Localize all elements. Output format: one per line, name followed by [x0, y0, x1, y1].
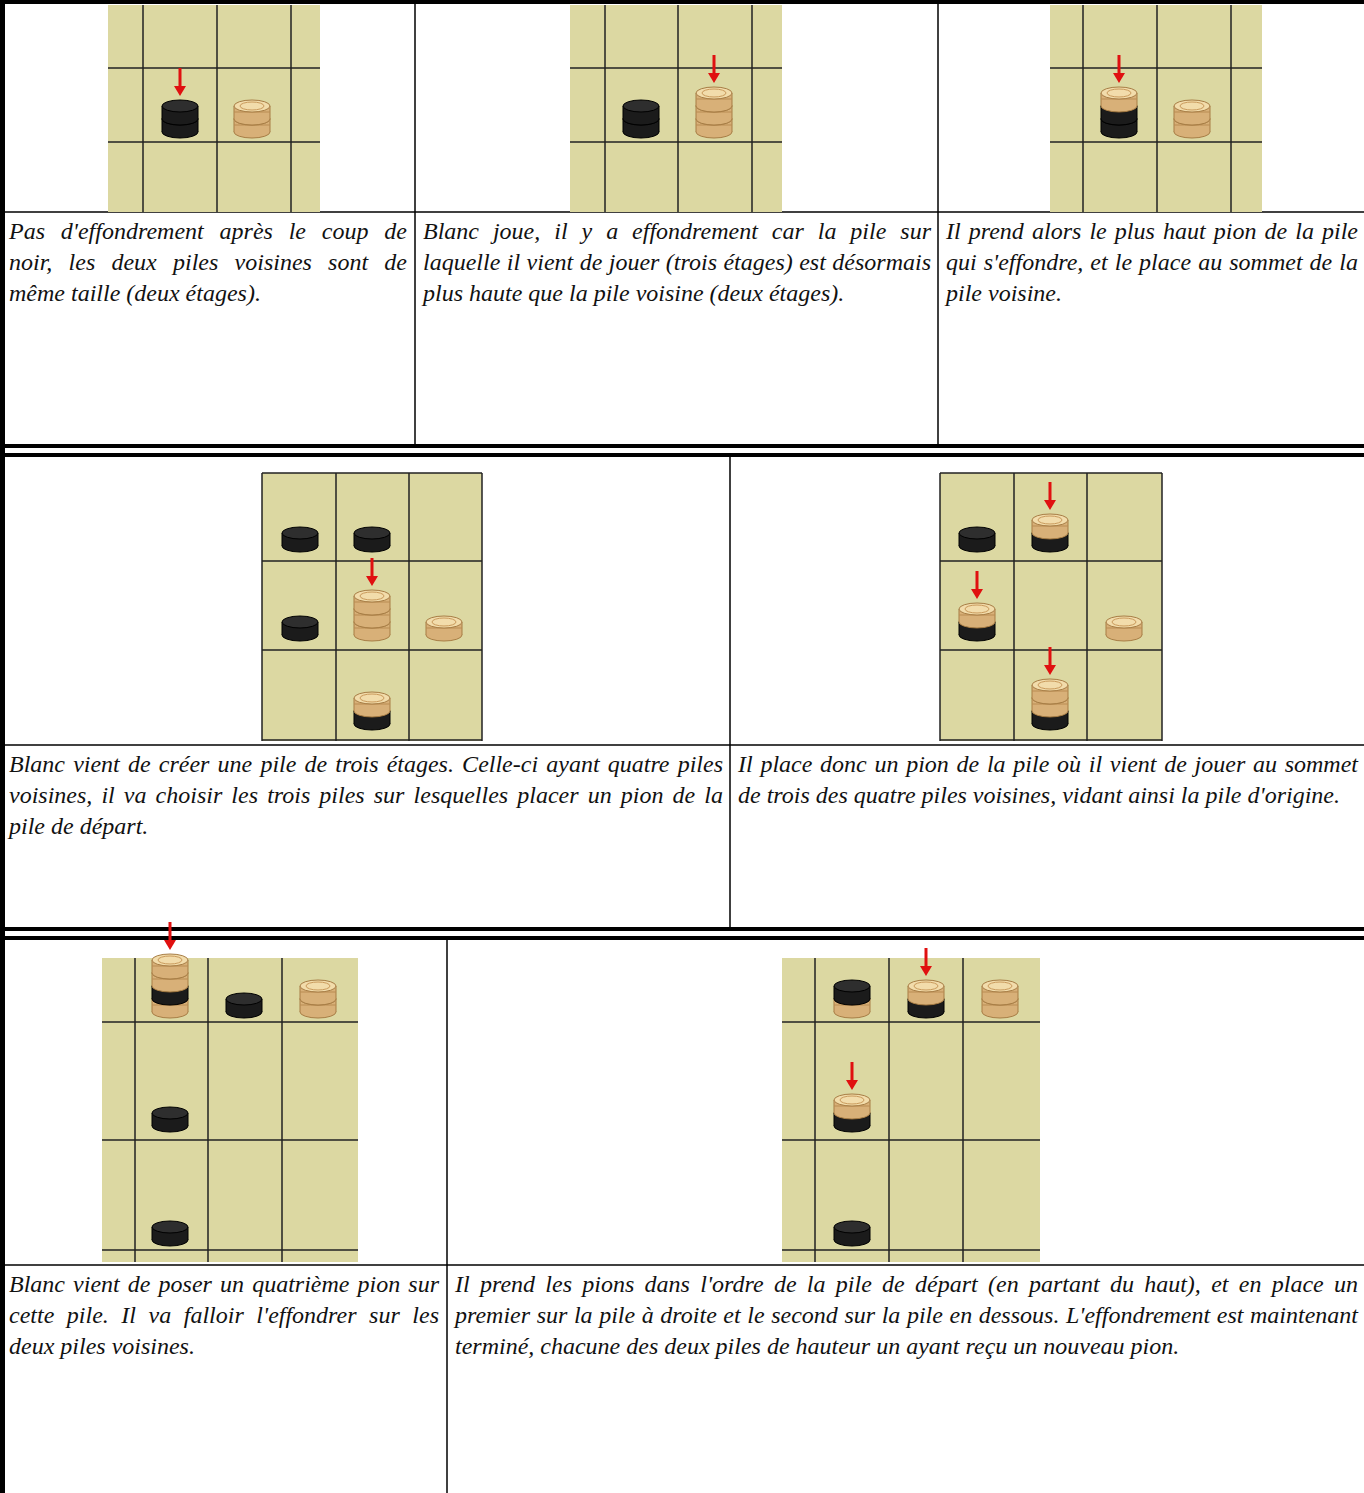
caption-text: Pas d'effondrement après le coup de noir…: [9, 216, 407, 309]
caption-text: Blanc vient de poser un quatrième pion s…: [9, 1269, 439, 1362]
caption-text: Il place donc un pion de la pile où il v…: [738, 749, 1358, 811]
caption-text: Il prend les pions dans l'ordre de la pi…: [455, 1269, 1358, 1362]
caption-cell: Pas d'effondrement après le coup de noir…: [9, 216, 407, 309]
caption-text: Blanc joue, il y a effondrement car la p…: [423, 216, 931, 309]
caption-cell: Blanc vient de créer une pile de trois é…: [9, 749, 723, 842]
caption-text: Blanc vient de créer une pile de trois é…: [9, 749, 723, 842]
caption-text: Il prend alors le plus haut pion de la p…: [946, 216, 1358, 309]
caption-cell: Il prend alors le plus haut pion de la p…: [946, 216, 1358, 309]
caption-cell: Il prend les pions dans l'ordre de la pi…: [455, 1269, 1358, 1362]
caption-cell: Blanc vient de poser un quatrième pion s…: [9, 1269, 439, 1362]
caption-cell: Blanc joue, il y a effondrement car la p…: [423, 216, 931, 309]
caption-cell: Il place donc un pion de la pile où il v…: [738, 749, 1358, 811]
